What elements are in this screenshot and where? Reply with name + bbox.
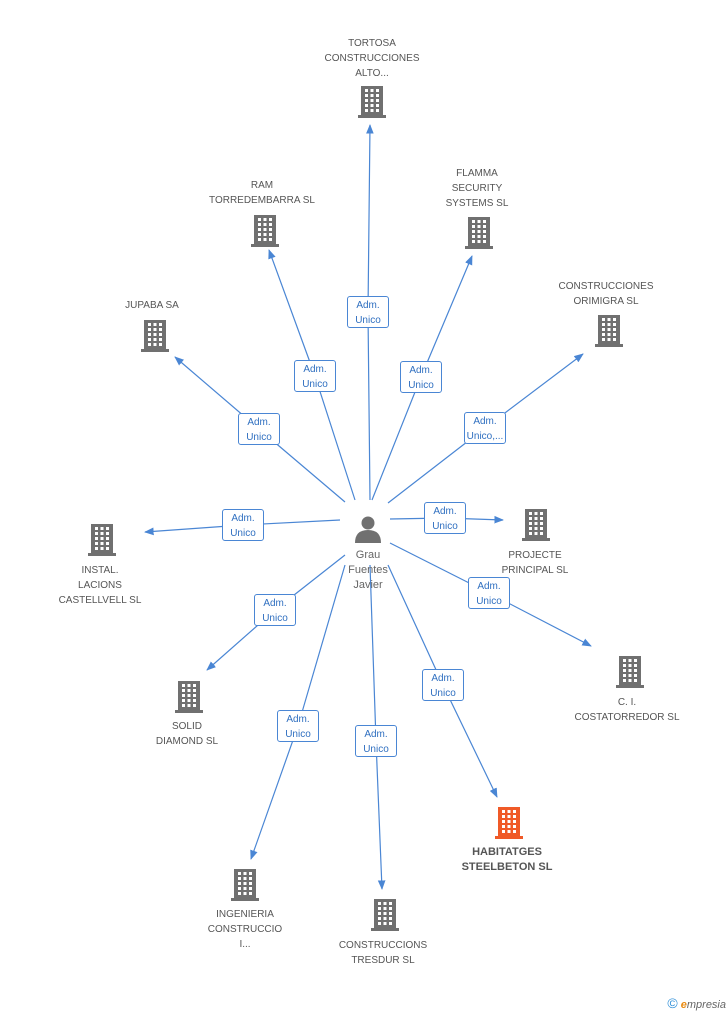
company-label-projecte[interactable]: PROJECTE PRINCIPAL SL bbox=[501, 550, 569, 576]
role-box-ingenieria[interactable]: Adm. Unico bbox=[277, 710, 319, 742]
role-box-costatorredor[interactable]: Adm. Unico bbox=[468, 577, 510, 609]
role-box-habitatges[interactable]: Adm. Unico bbox=[422, 669, 464, 701]
role-box-projecte[interactable]: Adm. Unico bbox=[424, 502, 466, 534]
person-icon[interactable] bbox=[355, 516, 381, 544]
role-box-jupaba[interactable]: Adm. Unico bbox=[238, 413, 280, 445]
role-box-instal[interactable]: Adm. Unico bbox=[222, 509, 264, 541]
building-icon-ram[interactable] bbox=[251, 215, 279, 247]
company-label-ingenieria[interactable]: INGENIERIA CONSTRUCCIO I... bbox=[207, 909, 283, 950]
role-box-tresdur[interactable]: Adm. Unico bbox=[355, 725, 397, 757]
company-label-instal[interactable]: INSTAL. LACIONS CASTELLVELL SL bbox=[58, 565, 142, 606]
company-label-solid[interactable]: SOLID DIAMOND SL bbox=[155, 721, 219, 747]
building-icon-habitatges[interactable] bbox=[495, 807, 523, 839]
company-label-habitatges[interactable]: HABITATGES STEELBETON SL bbox=[461, 846, 553, 873]
role-box-tortosa[interactable]: Adm. Unico bbox=[347, 296, 389, 328]
company-label-jupaba[interactable]: JUPABA SA bbox=[125, 300, 179, 311]
building-icon-ingenieria[interactable] bbox=[231, 869, 259, 901]
role-box-flamma[interactable]: Adm. Unico bbox=[400, 361, 442, 393]
company-label-orimigra[interactable]: CONSTRUCCIONES ORIMIGRA SL bbox=[558, 281, 654, 307]
role-box-orimigra[interactable]: Adm. Unico,... bbox=[464, 412, 506, 444]
footer-brand: ©empresia bbox=[667, 995, 726, 1011]
building-icon-tresdur[interactable] bbox=[371, 899, 399, 931]
building-icon-projecte[interactable] bbox=[522, 509, 550, 541]
building-icon-orimigra[interactable] bbox=[595, 315, 623, 347]
brand-name: mpresia bbox=[686, 999, 726, 1011]
role-box-ram[interactable]: Adm. Unico bbox=[294, 360, 336, 392]
role-box-solid[interactable]: Adm. Unico bbox=[254, 594, 296, 626]
company-label-flamma[interactable]: FLAMMA SECURITY SYSTEMS SL bbox=[445, 168, 509, 209]
company-label-ram[interactable]: RAM TORREDEMBARRA SL bbox=[209, 180, 315, 206]
building-icon-jupaba[interactable] bbox=[141, 320, 169, 352]
brand-initial: e bbox=[680, 999, 687, 1011]
copyright-icon: © bbox=[667, 995, 678, 1011]
person-name[interactable]: Grau Fuentes Javier bbox=[348, 549, 388, 591]
building-icon-solid[interactable] bbox=[175, 681, 203, 713]
company-label-costatorredor[interactable]: C. I. COSTATORREDOR SL bbox=[574, 697, 680, 723]
company-label-tortosa[interactable]: TORTOSA CONSTRUCCIONES ALTO... bbox=[324, 38, 420, 79]
building-icon-costatorredor[interactable] bbox=[616, 656, 644, 688]
building-icon-flamma[interactable] bbox=[465, 217, 493, 249]
company-label-tresdur[interactable]: CONSTRUCCIONS TRESDUR SL bbox=[338, 940, 428, 966]
building-icon-instal[interactable] bbox=[88, 524, 116, 556]
building-icon-tortosa[interactable] bbox=[358, 86, 386, 118]
